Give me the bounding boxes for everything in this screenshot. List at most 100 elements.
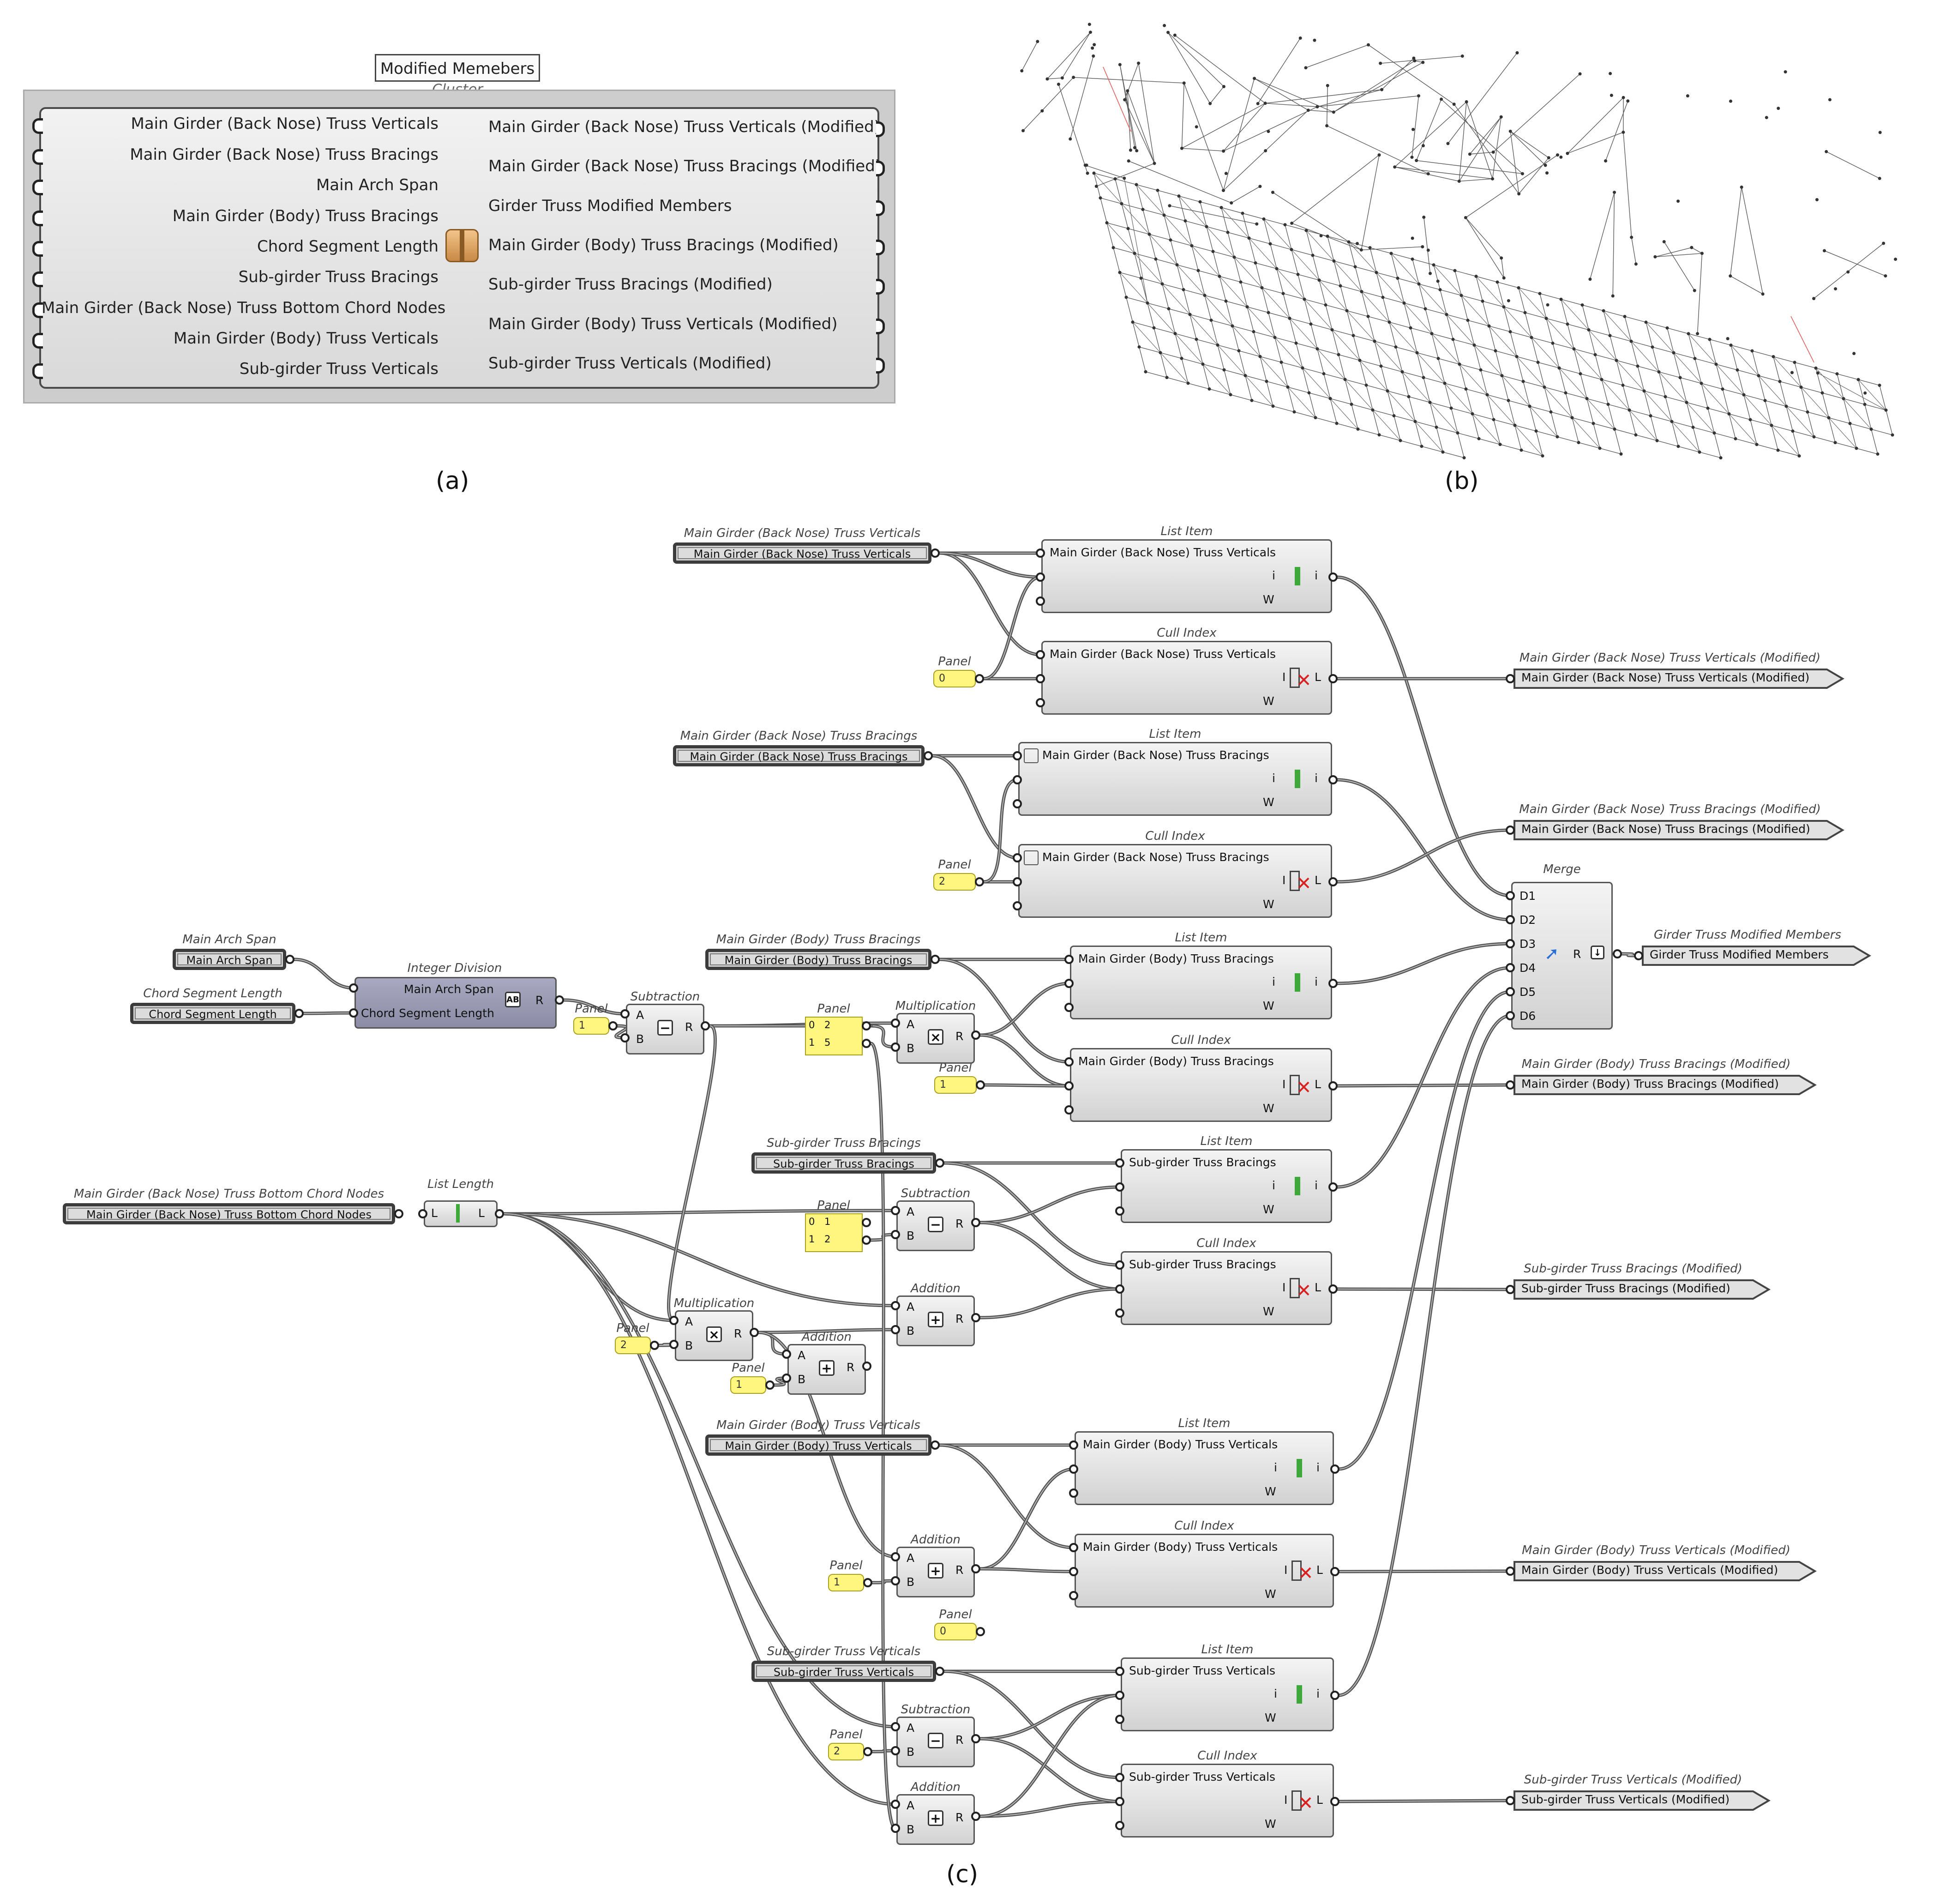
param-output-pin[interactable]: [931, 548, 940, 558]
input-a-pin[interactable]: [891, 1206, 900, 1215]
list-output-pin[interactable]: [1330, 1797, 1339, 1806]
param-body_brac[interactable]: Main Girder (Body) Truss Bracings: [705, 949, 931, 970]
merge-input-pin[interactable]: [1506, 963, 1515, 972]
param-arch[interactable]: Main Arch Span: [173, 949, 286, 970]
panel-output-pin[interactable]: [765, 1380, 775, 1390]
input-b-pin[interactable]: [349, 1008, 358, 1018]
list-output-pin[interactable]: [1330, 1567, 1339, 1576]
output-input-pin[interactable]: [1506, 1080, 1515, 1090]
cull-index-body_vert[interactable]: [1075, 1534, 1334, 1608]
panel-output-pin[interactable]: [862, 1021, 871, 1030]
input-b-pin[interactable]: [891, 1042, 900, 1052]
output-input-pin[interactable]: [1506, 1567, 1515, 1576]
value-panel[interactable]: 2: [828, 1743, 864, 1760]
list-output-pin[interactable]: [1328, 1182, 1338, 1192]
input-a-pin[interactable]: [782, 1350, 791, 1359]
index-input-pin[interactable]: [1115, 1182, 1124, 1192]
merge-input-pin[interactable]: [1506, 987, 1515, 996]
input-a-pin[interactable]: [891, 1018, 900, 1028]
cluster-output-port[interactable]: [876, 279, 885, 295]
integer-division-component[interactable]: [354, 977, 557, 1029]
output-input-pin[interactable]: [1506, 674, 1515, 683]
output-r-pin[interactable]: [971, 1812, 980, 1821]
list-input-pin[interactable]: [1036, 650, 1045, 659]
panel-output-pin[interactable]: [975, 877, 984, 886]
output-r-pin[interactable]: [971, 1734, 980, 1743]
panel-output-pin[interactable]: [863, 1747, 872, 1756]
table-panel[interactable]: [805, 1017, 863, 1055]
cull-index-body_brac[interactable]: [1070, 1048, 1332, 1122]
wrap-input-pin[interactable]: [1069, 1591, 1078, 1600]
index-input-pin[interactable]: [1013, 877, 1022, 886]
cull-index-sub_vert[interactable]: [1121, 1764, 1334, 1838]
list-item-bn_brac[interactable]: [1018, 742, 1332, 816]
output-r-pin[interactable]: [555, 995, 564, 1005]
merge-input-pin[interactable]: [1506, 1011, 1515, 1020]
panel-output-pin[interactable]: [608, 1021, 618, 1030]
list-output-pin[interactable]: [1328, 877, 1338, 886]
cluster-output-port[interactable]: [876, 358, 885, 374]
output-input-pin[interactable]: [1506, 1796, 1515, 1805]
list-output-pin[interactable]: [1328, 572, 1338, 582]
cluster-input-port[interactable]: [32, 333, 43, 349]
panel-output-pin[interactable]: [863, 1578, 872, 1587]
value-panel[interactable]: 0: [934, 1623, 977, 1640]
param-bn_brac[interactable]: Main Girder (Back Nose) Truss Bracings: [673, 745, 925, 766]
cluster-output-port[interactable]: [876, 121, 885, 137]
output-r-pin[interactable]: [750, 1328, 759, 1337]
input-a-pin[interactable]: [891, 1301, 900, 1310]
list-output-pin[interactable]: [1328, 1081, 1338, 1091]
param-bottom[interactable]: Main Girder (Back Nose) Truss Bottom Cho…: [63, 1203, 395, 1224]
table-panel[interactable]: [805, 1213, 863, 1252]
param-output-pin[interactable]: [935, 1667, 944, 1676]
output-r-pin[interactable]: [971, 1313, 980, 1322]
output-input-pin[interactable]: [1506, 1285, 1515, 1294]
wrap-input-pin[interactable]: [1115, 1308, 1124, 1318]
input-b-pin[interactable]: [620, 1033, 630, 1042]
wrap-input-pin[interactable]: [1064, 1105, 1074, 1115]
input-b-pin[interactable]: [669, 1340, 679, 1349]
addition-component[interactable]: [896, 1295, 975, 1346]
merge-input-pin[interactable]: [1506, 939, 1515, 948]
value-panel[interactable]: 1: [730, 1376, 766, 1394]
cluster-output-port[interactable]: [876, 200, 885, 216]
wrap-input-pin[interactable]: [1013, 901, 1022, 910]
value-panel[interactable]: 1: [828, 1574, 864, 1591]
input-a-pin[interactable]: [349, 983, 358, 993]
index-input-pin[interactable]: [1036, 572, 1045, 582]
list-output-pin[interactable]: [1330, 1464, 1339, 1474]
input-a-pin[interactable]: [891, 1552, 900, 1561]
output-o6[interactable]: Main Girder (Body) Truss Verticals (Modi…: [1513, 1561, 1818, 1582]
wrap-input-pin[interactable]: [1036, 698, 1045, 707]
wrap-input-pin[interactable]: [1115, 1821, 1124, 1830]
list-input-pin[interactable]: [1115, 1158, 1124, 1168]
output-o1[interactable]: Main Girder (Back Nose) Truss Verticals …: [1513, 668, 1845, 689]
wrap-input-pin[interactable]: [1036, 597, 1045, 606]
output-r-pin[interactable]: [971, 1218, 980, 1227]
cluster-output-port[interactable]: [876, 319, 885, 334]
panel-output-pin[interactable]: [976, 1627, 985, 1636]
param-body_vert[interactable]: Main Girder (Body) Truss Verticals: [705, 1434, 931, 1456]
output-pin[interactable]: [495, 1209, 504, 1218]
output-o2[interactable]: Main Girder (Back Nose) Truss Bracings (…: [1513, 819, 1845, 841]
wrap-input-pin[interactable]: [1064, 1003, 1074, 1012]
param-output-pin[interactable]: [931, 1440, 940, 1450]
cluster-input-port[interactable]: [32, 180, 43, 195]
param-chord[interactable]: Chord Segment Length: [130, 1003, 295, 1024]
list-input-pin[interactable]: [1064, 1057, 1074, 1066]
list-input-pin[interactable]: [1115, 1260, 1124, 1270]
panel-output-pin[interactable]: [862, 1218, 871, 1227]
wrap-input-pin[interactable]: [1013, 799, 1022, 808]
value-panel[interactable]: 2: [615, 1337, 651, 1354]
cull-index-bn_vert[interactable]: [1041, 641, 1332, 715]
param-output-pin[interactable]: [285, 955, 294, 964]
list-output-pin[interactable]: [1328, 979, 1338, 988]
param-sub_vert[interactable]: Sub-girder Truss Verticals: [751, 1661, 936, 1682]
panel-output-pin[interactable]: [862, 1235, 871, 1245]
index-input-pin[interactable]: [1069, 1464, 1078, 1474]
panel-output-pin[interactable]: [862, 1039, 871, 1048]
input-b-pin[interactable]: [891, 1824, 900, 1833]
output-r-pin[interactable]: [862, 1362, 871, 1371]
list-output-pin[interactable]: [1328, 674, 1338, 683]
list-output-pin[interactable]: [1328, 775, 1338, 784]
